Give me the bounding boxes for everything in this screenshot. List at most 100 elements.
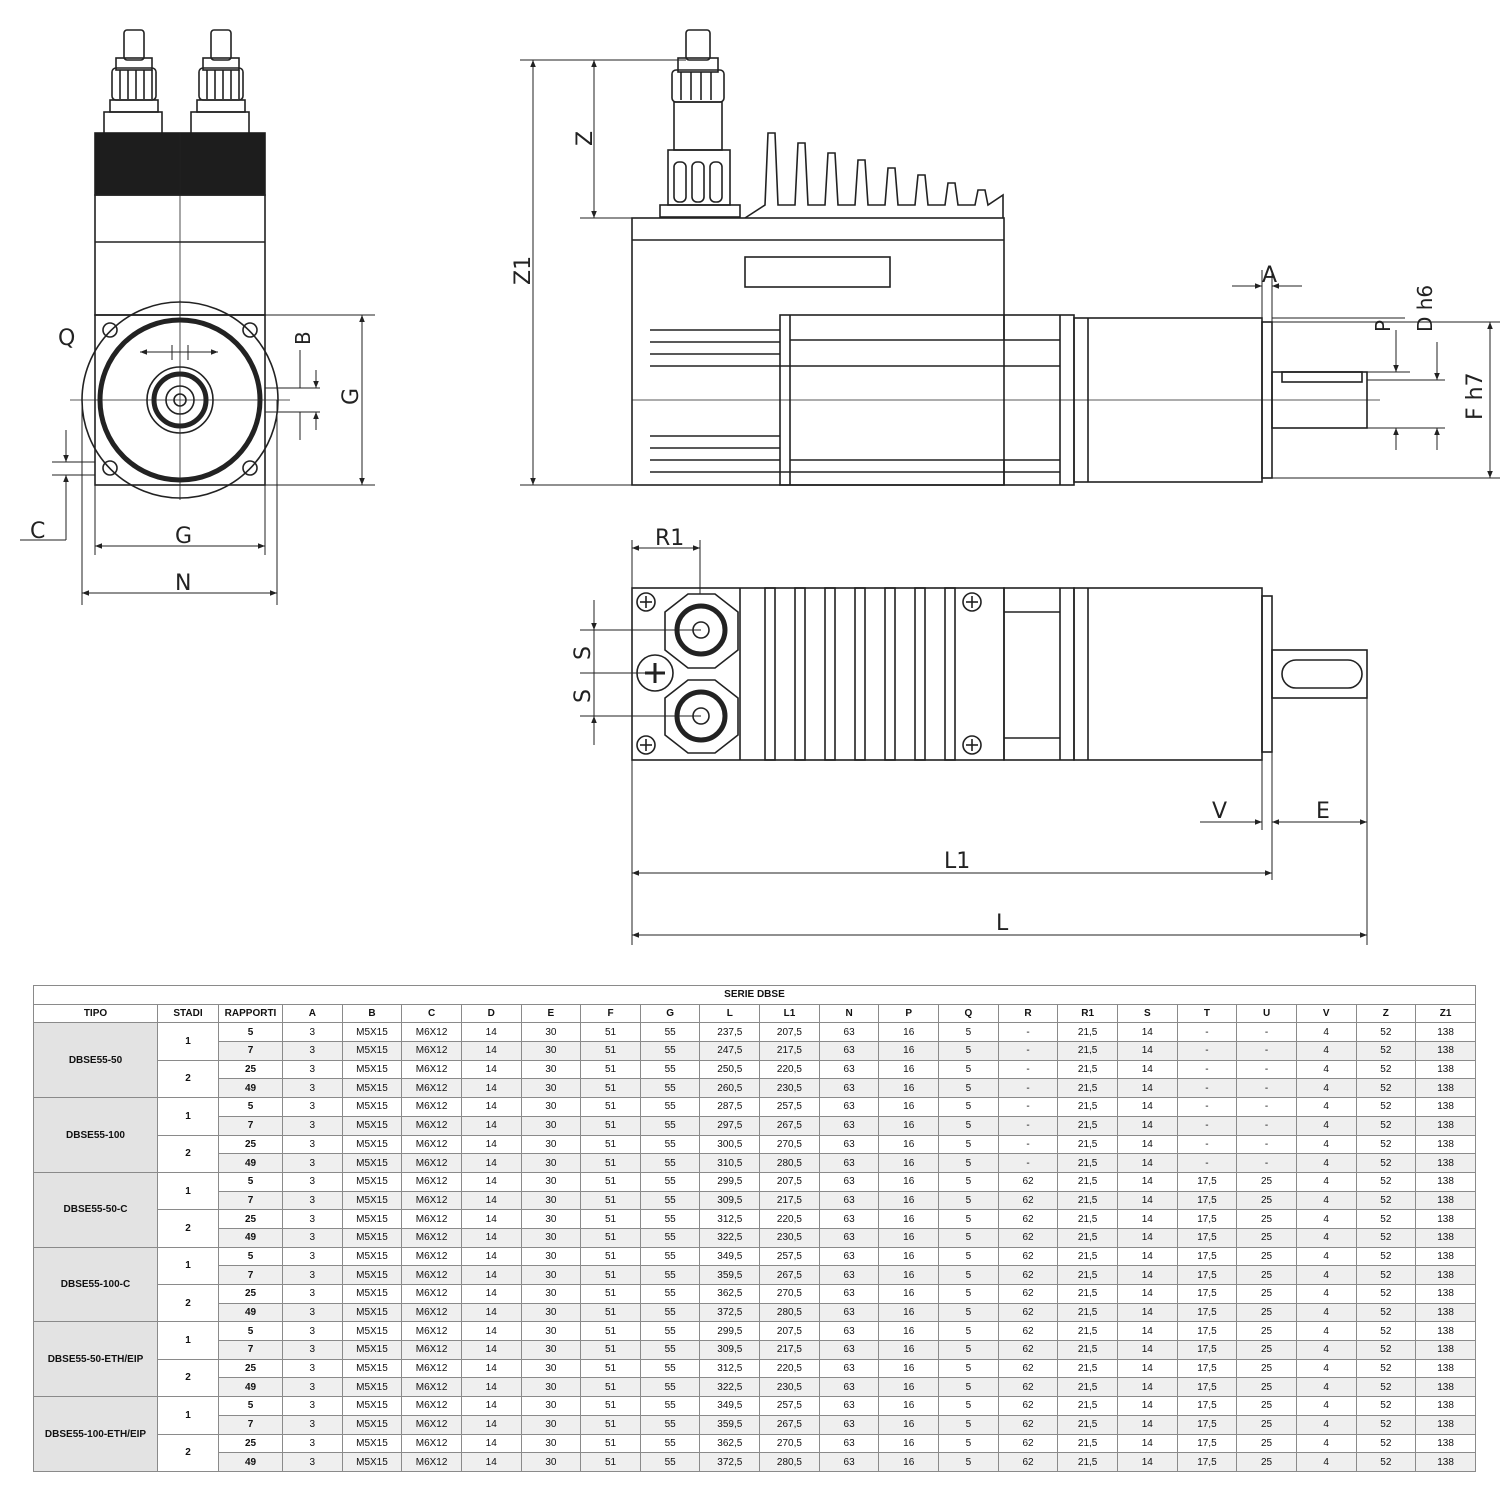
value-cell: 5 — [938, 1078, 999, 1099]
value-cell: M6X12 — [401, 1414, 462, 1435]
value-cell: M6X12 — [401, 1227, 462, 1248]
value-cell: 55 — [639, 1227, 701, 1248]
value-cell: 230,5 — [759, 1377, 820, 1398]
value-cell: 21,5 — [1057, 1396, 1118, 1416]
value-cell: - — [1176, 1153, 1238, 1173]
value-cell: 14 — [460, 1171, 522, 1192]
value-cell: 63 — [818, 1433, 880, 1454]
value-cell: 14 — [460, 1452, 522, 1472]
value-cell: 51 — [580, 1190, 641, 1211]
rapporti-cell: 25 — [218, 1209, 283, 1229]
value-cell: 51 — [580, 1302, 641, 1323]
value-cell: M6X12 — [401, 1340, 462, 1360]
value-cell: - — [997, 1134, 1059, 1155]
value-cell: 3 — [282, 1452, 343, 1472]
value-cell: 21,5 — [1057, 1452, 1118, 1472]
value-cell: 138 — [1415, 1340, 1476, 1360]
value-cell: 55 — [639, 1171, 701, 1192]
rapporti-cell: 25 — [218, 1134, 283, 1155]
value-cell: 52 — [1355, 1115, 1417, 1136]
value-cell: 51 — [580, 1153, 641, 1173]
header-r: R — [997, 1003, 1059, 1024]
value-cell: 21,5 — [1057, 1284, 1118, 1304]
rapporti-cell: 25 — [218, 1059, 283, 1080]
value-cell: 3 — [282, 1190, 343, 1211]
value-cell: 55 — [639, 1433, 701, 1454]
value-cell: 5 — [938, 1022, 999, 1043]
value-cell: 4 — [1295, 1227, 1357, 1248]
value-cell: 55 — [639, 1246, 701, 1267]
value-cell: 21,5 — [1057, 1171, 1118, 1192]
header-b: B — [341, 1003, 403, 1024]
value-cell: 14 — [1116, 1209, 1178, 1229]
value-cell: 30 — [520, 1358, 582, 1379]
value-cell: M5X15 — [341, 1452, 403, 1472]
value-cell: - — [997, 1022, 1059, 1043]
value-cell: 138 — [1415, 1134, 1476, 1155]
value-cell: M5X15 — [341, 1396, 403, 1416]
rapporti-cell: 5 — [218, 1022, 283, 1043]
value-cell: 16 — [878, 1022, 940, 1043]
value-cell: 62 — [997, 1396, 1059, 1416]
value-cell: 322,5 — [699, 1377, 761, 1398]
value-cell: 62 — [997, 1452, 1059, 1472]
value-cell: 3 — [282, 1358, 343, 1379]
value-cell: 362,5 — [699, 1284, 761, 1304]
value-cell: 5 — [938, 1433, 999, 1454]
value-cell: 4 — [1295, 1022, 1357, 1043]
value-cell: 207,5 — [759, 1321, 820, 1342]
value-cell: 16 — [878, 1414, 940, 1435]
value-cell: 16 — [878, 1134, 940, 1155]
dim-label-r1: R1 — [655, 526, 684, 551]
value-cell: 21,5 — [1057, 1153, 1118, 1173]
value-cell: 16 — [878, 1153, 940, 1173]
value-cell: 25 — [1236, 1452, 1297, 1472]
value-cell: M5X15 — [341, 1321, 403, 1342]
value-cell: 14 — [1116, 1358, 1178, 1379]
value-cell: 270,5 — [759, 1134, 820, 1155]
value-cell: 14 — [1116, 1414, 1178, 1435]
value-cell: 14 — [1116, 1078, 1178, 1099]
value-cell: 14 — [460, 1209, 522, 1229]
value-cell: 14 — [460, 1246, 522, 1267]
value-cell: 3 — [282, 1377, 343, 1398]
value-cell: 14 — [1116, 1041, 1178, 1061]
value-cell: 138 — [1415, 1321, 1476, 1342]
value-cell: 3 — [282, 1097, 343, 1117]
value-cell: 14 — [460, 1377, 522, 1398]
value-cell: 3 — [282, 1265, 343, 1285]
value-cell: 51 — [580, 1433, 641, 1454]
value-cell: 14 — [1116, 1377, 1178, 1398]
value-cell: 3 — [282, 1171, 343, 1192]
value-cell: 21,5 — [1057, 1190, 1118, 1211]
value-cell: M6X12 — [401, 1041, 462, 1061]
value-cell: 25 — [1236, 1414, 1297, 1435]
value-cell: - — [997, 1059, 1059, 1080]
value-cell: 17,5 — [1176, 1358, 1238, 1379]
value-cell: 52 — [1355, 1414, 1417, 1435]
value-cell: 17,5 — [1176, 1302, 1238, 1323]
value-cell: 270,5 — [759, 1433, 820, 1454]
value-cell: 30 — [520, 1265, 582, 1285]
value-cell: 51 — [580, 1284, 641, 1304]
header-rapporti: RAPPORTI — [218, 1003, 283, 1024]
value-cell: 14 — [1116, 1433, 1178, 1454]
value-cell: 14 — [460, 1059, 522, 1080]
value-cell: 62 — [997, 1358, 1059, 1379]
value-cell: 16 — [878, 1097, 940, 1117]
value-cell: 51 — [580, 1246, 641, 1267]
value-cell: 309,5 — [699, 1190, 761, 1211]
value-cell: 52 — [1355, 1153, 1417, 1173]
value-cell: 63 — [818, 1115, 880, 1136]
value-cell: 280,5 — [759, 1302, 820, 1323]
value-cell: 30 — [520, 1284, 582, 1304]
side-dimensions — [520, 59, 1500, 486]
value-cell: M6X12 — [401, 1284, 462, 1304]
value-cell: 5 — [938, 1134, 999, 1155]
value-cell: 16 — [878, 1321, 940, 1342]
